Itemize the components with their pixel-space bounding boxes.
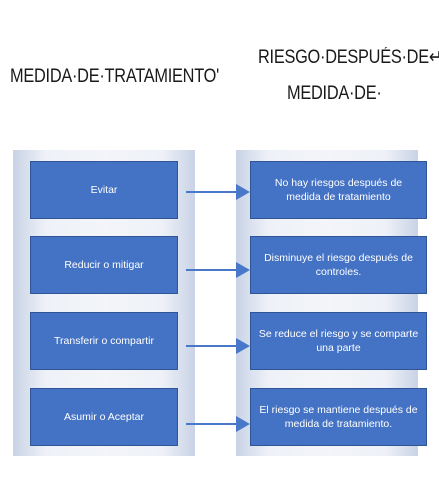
treatment-box-transferir: Transferir o compartir bbox=[30, 312, 178, 370]
right-heading-line1: RIESGO·DESPUÉS·DE↵ bbox=[258, 47, 439, 68]
result-box-reducir: Disminuye el riesgo después de controles… bbox=[250, 236, 427, 294]
arrow-right-icon bbox=[186, 262, 250, 278]
result-box-evitar: No hay riesgos después de medida de trat… bbox=[250, 161, 427, 219]
result-box-asumir: El riesgo se mantiene después de medida … bbox=[250, 388, 427, 446]
treatment-box-evitar: Evitar bbox=[30, 161, 178, 219]
result-box-transferir: Se reduce el riesgo y se comparte una pa… bbox=[250, 312, 427, 370]
left-heading: MEDIDA·DE·TRATAMIENTO' bbox=[10, 66, 219, 87]
treatment-box-asumir: Asumir o Aceptar bbox=[30, 388, 178, 446]
arrow-right-icon bbox=[186, 184, 250, 200]
arrow-right-icon bbox=[186, 338, 250, 354]
treatment-box-reducir: Reducir o mitigar bbox=[30, 236, 178, 294]
arrow-right-icon bbox=[186, 416, 250, 432]
right-heading-line2: MEDIDA·DE· bbox=[287, 83, 382, 104]
